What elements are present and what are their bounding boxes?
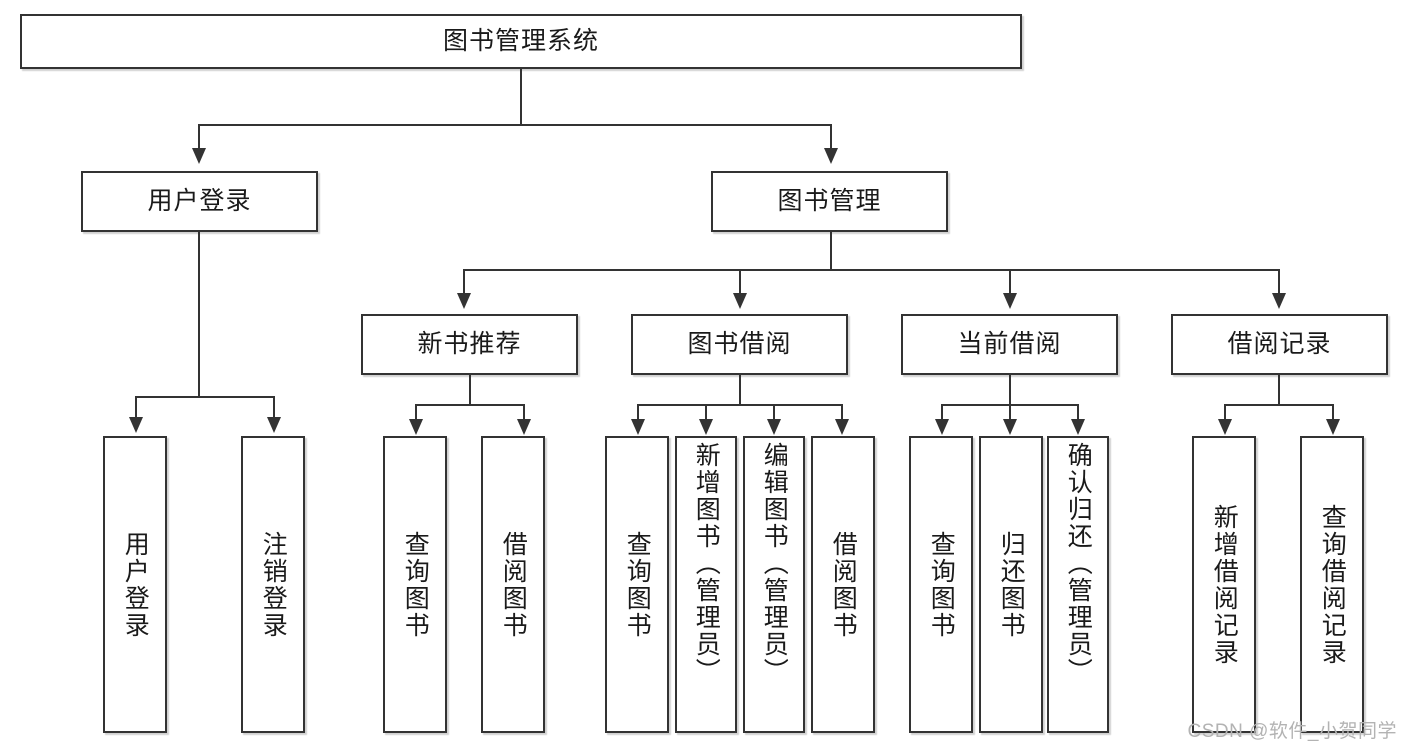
node-label: 图书借阅 [687,330,792,358]
arrow-root-to-user-login [192,148,206,164]
node-label: 图书管理 [777,187,882,215]
connector-book-mgmt-drop-3 [1009,269,1011,295]
arrow-to-leaf-query-book-c [935,419,949,435]
arrow-to-leaf-confirm-return [1071,419,1085,435]
leaf-confirm-return[interactable]: 确认归还（管理员） [1047,436,1109,733]
connector-current-borrow-stem [1009,375,1011,405]
arrow-to-book-borrow [733,293,747,309]
connector-borrow-record-drop-1 [1224,404,1226,421]
node-label: 当前借阅 [957,330,1062,358]
node-label: 查询图书 [401,530,430,639]
node-root-system[interactable]: 图书管理系统 [20,14,1022,69]
connector-user-login-drop-1 [135,396,137,418]
node-new-book-recommend[interactable]: 新书推荐 [361,314,578,375]
arrow-to-leaf-query-book-b [631,419,645,435]
connector-user-login-bus [135,396,275,398]
leaf-add-borrow-record[interactable]: 新增借阅记录 [1192,436,1256,733]
connector-borrow-record-bus [1224,404,1334,406]
arrow-to-leaf-add-book [699,419,713,435]
connector-new-book-stem [469,375,471,405]
arrow-to-new-book-recommend [457,293,471,309]
connector-current-borrow-drop-1 [941,404,943,421]
leaf-query-book-current[interactable]: 查询图书 [909,436,973,733]
connector-user-login-stem [198,232,200,397]
arrow-to-leaf-user-login [129,417,143,433]
node-label: 确认归还（管理员） [1064,442,1093,685]
connector-borrow-record-drop-2 [1332,404,1334,421]
connector-book-borrow-drop-4 [841,404,843,421]
arrow-to-borrow-record [1272,293,1286,309]
node-current-borrow[interactable]: 当前借阅 [901,314,1118,375]
leaf-borrow-book[interactable]: 借阅图书 [811,436,875,733]
node-label: 借阅图书 [829,530,858,639]
connector-book-borrow-drop-3 [773,404,775,421]
connector-borrow-record-stem [1278,375,1280,405]
node-book-management[interactable]: 图书管理 [711,171,948,232]
leaf-user-login[interactable]: 用户登录 [103,436,167,733]
node-label: 查询图书 [927,530,956,639]
connector-book-mgmt-drop-1 [463,269,465,295]
arrow-to-current-borrow [1003,293,1017,309]
arrow-root-to-book-mgmt [824,148,838,164]
node-label: 新增图书（管理员） [692,442,721,685]
leaf-query-book-recommend[interactable]: 查询图书 [383,436,447,733]
connector-new-book-drop-1 [415,404,417,421]
node-label: 查询借阅记录 [1318,503,1347,666]
leaf-borrow-book-recommend[interactable]: 借阅图书 [481,436,545,733]
connector-book-borrow-drop-2 [705,404,707,421]
leaf-edit-book[interactable]: 编辑图书（管理员） [743,436,805,733]
node-user-login[interactable]: 用户登录 [81,171,318,232]
node-label: 注销登录 [259,530,288,639]
leaf-add-book[interactable]: 新增图书（管理员） [675,436,737,733]
connector-current-borrow-drop-2 [1009,404,1011,421]
arrow-to-leaf-borrow-book-a [517,419,531,435]
connector-root-stem [520,69,522,125]
connector-user-login-drop-2 [273,396,275,418]
leaf-query-book-borrow[interactable]: 查询图书 [605,436,669,733]
node-label: 借阅图书 [499,530,528,639]
node-label: 用户登录 [147,187,252,215]
node-borrow-record[interactable]: 借阅记录 [1171,314,1388,375]
arrow-to-leaf-borrow-book-b [835,419,849,435]
node-label: 查询图书 [623,530,652,639]
connector-root-bus [198,124,832,126]
connector-book-mgmt-stem [830,232,832,270]
node-label: 用户登录 [121,530,150,639]
leaf-return-book[interactable]: 归还图书 [979,436,1043,733]
node-label: 图书管理系统 [442,27,599,55]
connector-book-mgmt-drop-4 [1278,269,1280,295]
arrow-to-leaf-query-record [1326,419,1340,435]
leaf-logout[interactable]: 注销登录 [241,436,305,733]
arrow-to-leaf-logout [267,417,281,433]
connector-book-borrow-bus [637,404,843,406]
node-label: 编辑图书（管理员） [760,442,789,685]
arrow-to-leaf-edit-book [767,419,781,435]
connector-new-book-drop-2 [523,404,525,421]
node-label: 归还图书 [997,530,1026,639]
connector-root-to-user-login [198,124,200,150]
connector-book-borrow-stem [739,375,741,405]
connector-root-to-book-mgmt [830,124,832,150]
node-label: 新书推荐 [417,330,522,358]
connector-book-mgmt-bus [463,269,1279,271]
connector-new-book-bus [415,404,525,406]
connector-current-borrow-drop-3 [1077,404,1079,421]
arrow-to-leaf-query-book-a [409,419,423,435]
arrow-to-leaf-return-book [1003,419,1017,435]
connector-book-mgmt-drop-2 [739,269,741,295]
arrow-to-leaf-add-record [1218,419,1232,435]
node-label: 新增借阅记录 [1210,503,1239,666]
node-book-borrow[interactable]: 图书借阅 [631,314,848,375]
leaf-query-borrow-record[interactable]: 查询借阅记录 [1300,436,1364,733]
connector-book-borrow-drop-1 [637,404,639,421]
node-label: 借阅记录 [1227,330,1332,358]
